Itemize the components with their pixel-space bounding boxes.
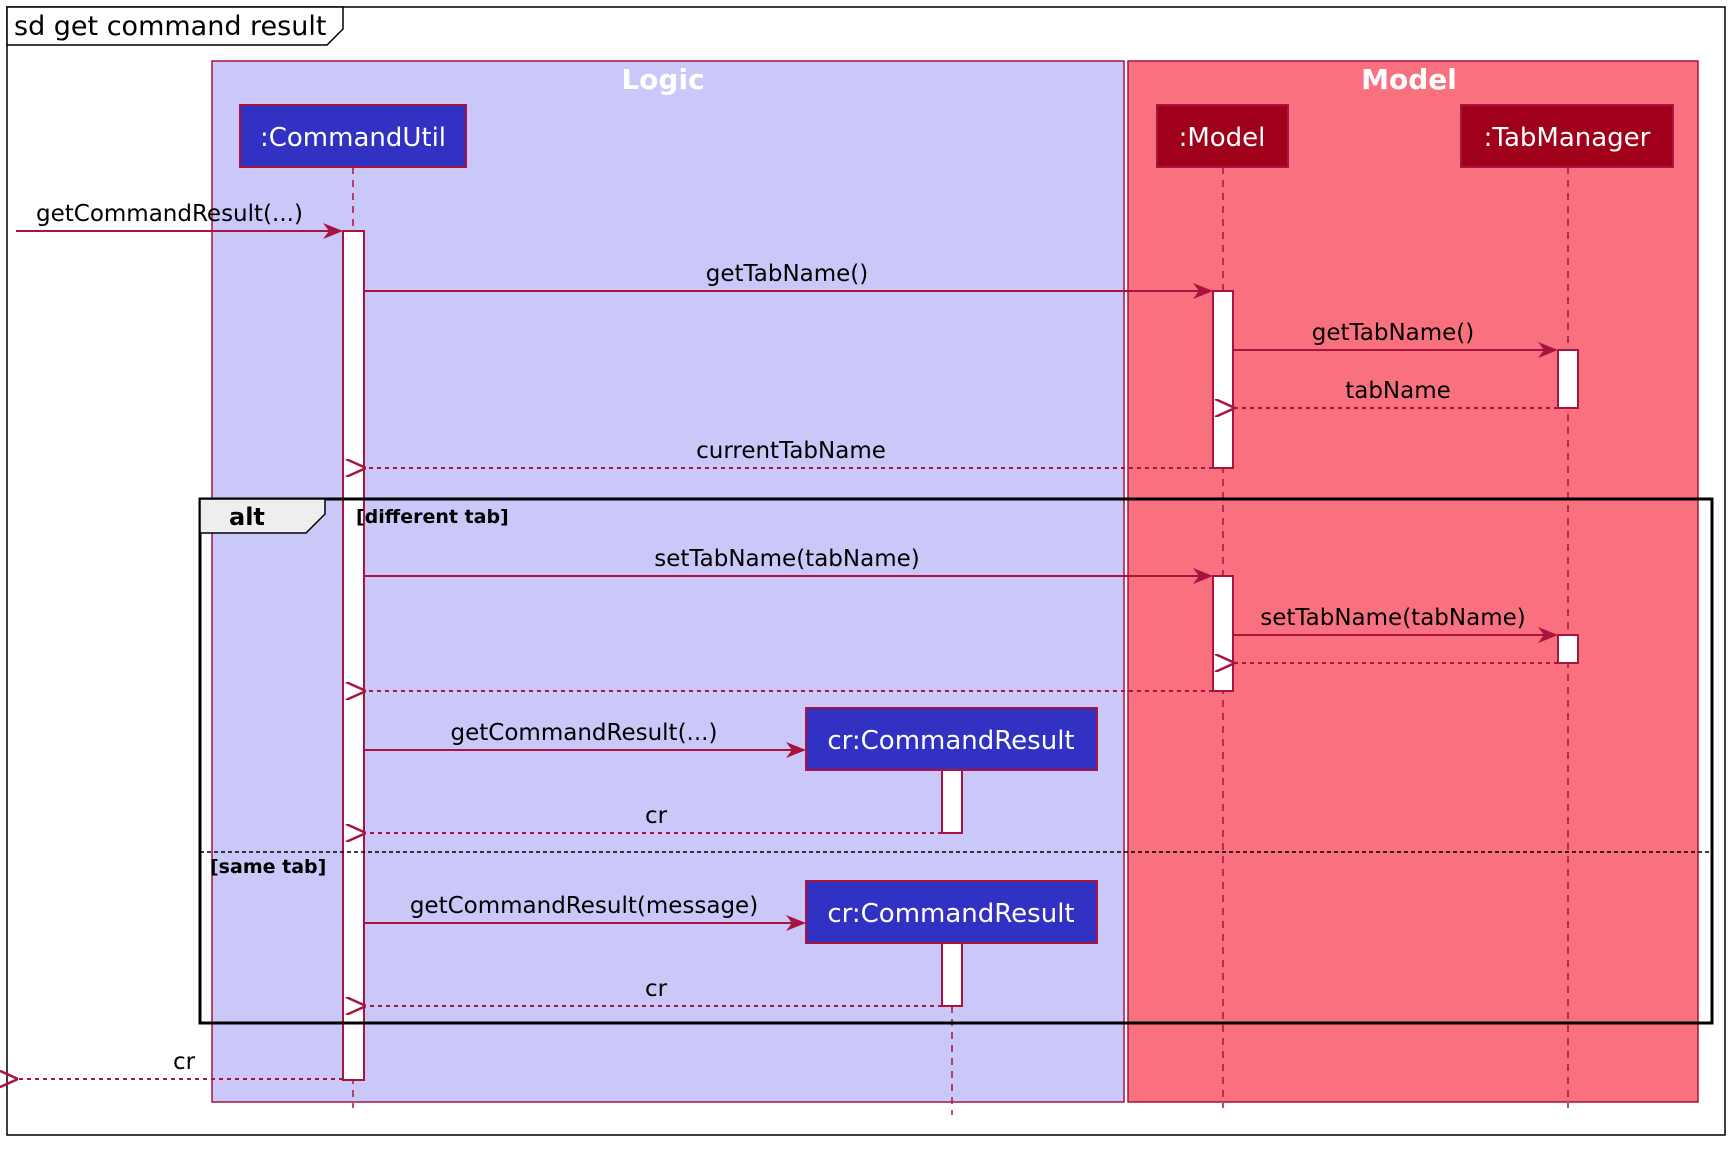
model-box-title: Model (1361, 63, 1457, 96)
participant-commandutil-label: :CommandUtil (260, 123, 446, 153)
activation-tabmanager-1 (1557, 349, 1579, 409)
created-commandresult-2[interactable]: cr:CommandResult (805, 880, 1098, 944)
msg-cr-return-2-label: cr (645, 976, 668, 1002)
activation-commandresult-2 (941, 942, 963, 1007)
msg-currenttabname-return-label: currentTabName (696, 438, 886, 464)
outer-frame (6, 6, 1726, 1136)
activation-tabmanager-2 (1557, 634, 1579, 664)
alt-fragment (198, 497, 1714, 1025)
participant-tabmanager[interactable]: :TabManager (1460, 104, 1674, 168)
participant-model[interactable]: :Model (1156, 104, 1289, 168)
created-commandresult-1[interactable]: cr:CommandResult (805, 707, 1098, 771)
activation-model-2 (1212, 575, 1234, 692)
msg-gettabname-2-label: getTabName() (1312, 320, 1475, 346)
frame-title: sd get command result (14, 11, 326, 42)
alt-label-tab (199, 498, 326, 534)
frame-title-tab (6, 6, 344, 46)
msg-gettabname-1-label: getTabName() (706, 261, 869, 287)
activation-commandutil (342, 230, 365, 1081)
activation-commandresult-1 (941, 769, 963, 834)
msg-settabname-1-label: setTabName(tabName) (654, 546, 919, 572)
alt-guard-same-tab: [same tab] (210, 856, 326, 878)
msg-cr-return-out-label: cr (173, 1049, 196, 1075)
msg-create-commandresult-2-label: getCommandResult(message) (410, 893, 758, 919)
msg-tabname-return-label: tabName (1345, 378, 1451, 404)
created-commandresult-2-label: cr:CommandResult (827, 899, 1074, 929)
msg-getcommandresult-in-label: getCommandResult(...) (36, 201, 303, 227)
participant-tabmanager-label: :TabManager (1484, 123, 1651, 153)
msg-create-commandresult-1-label: getCommandResult(...) (451, 720, 718, 746)
logic-box-title: Logic (621, 63, 704, 96)
activation-model-1 (1212, 290, 1234, 469)
msg-settabname-2-label: setTabName(tabName) (1260, 605, 1525, 631)
created-commandresult-1-label: cr:CommandResult (827, 726, 1074, 756)
alt-guard-different-tab: [different tab] (356, 506, 509, 528)
participant-commandutil[interactable]: :CommandUtil (239, 104, 467, 168)
participant-model-label: :Model (1179, 123, 1266, 153)
alt-label: alt (229, 503, 265, 531)
msg-cr-return-1-label: cr (645, 803, 668, 829)
